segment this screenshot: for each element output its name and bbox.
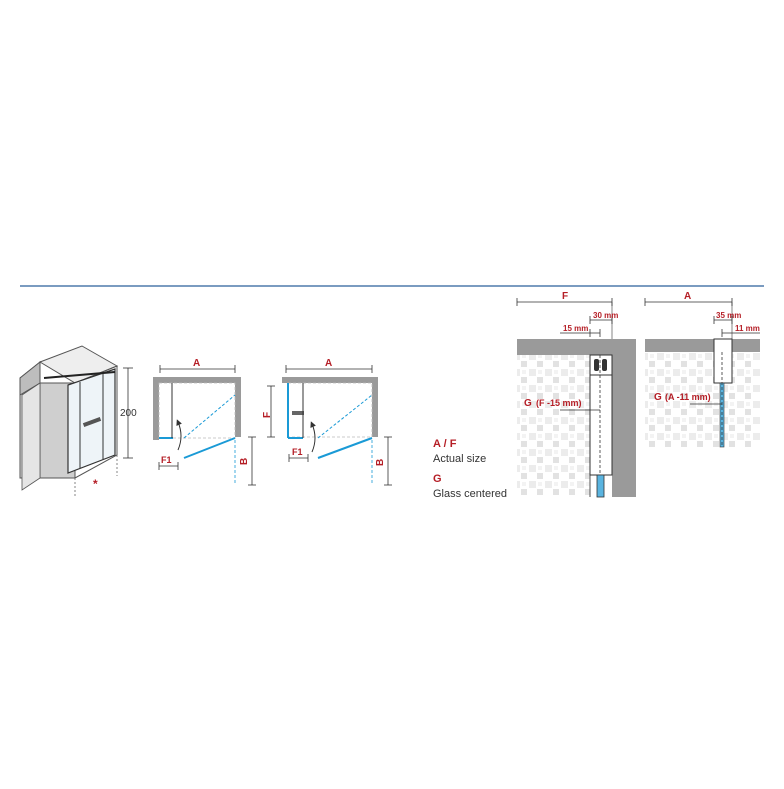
- plan1-side-label: B: [239, 458, 250, 465]
- bottom-marker: *: [93, 477, 98, 491]
- legend-text-glass: Glass centered: [433, 488, 507, 500]
- detail1-glass-label: G: [524, 398, 532, 409]
- detail1-30mm: 30 mm: [593, 311, 618, 320]
- plan2-width-label: A: [325, 358, 332, 369]
- height-label: 200: [120, 408, 137, 419]
- wall-detail-1: F 30 mm 15 mm G (F -15 mm): [516, 291, 636, 498]
- plan1-width-label: A: [193, 358, 200, 369]
- plan2-depth-label: F: [262, 412, 273, 418]
- detail1-15mm: 15 mm: [563, 324, 588, 333]
- detail2-glass-label: G: [654, 392, 662, 403]
- legend-text-actual-size: Actual size: [433, 453, 486, 465]
- detail1-glass-formula: (F -15 mm): [536, 398, 582, 408]
- legend: A / F Actual size G Glass centered: [433, 438, 507, 500]
- legend-key-actual-size: A / F: [433, 438, 457, 450]
- detail2-glass-formula: (A -11 mm): [665, 392, 711, 402]
- legend-key-glass: G: [433, 473, 442, 485]
- detail2-35mm: 35 mm: [716, 311, 741, 320]
- plan2-offset-label: F1: [292, 447, 303, 457]
- detail2-11mm: 11 mm: [735, 324, 760, 333]
- wall-detail-2: A 35 mm 11 mm G (A -11 mm): [644, 291, 760, 448]
- plan-view-2: A F B F1: [262, 358, 392, 486]
- plan2-side-label: B: [375, 459, 386, 466]
- perspective-view: 200 *: [19, 345, 137, 498]
- plan-view-1: A B F1: [153, 358, 256, 486]
- detail2-width-label: A: [684, 291, 691, 302]
- plan1-offset-label: F1: [161, 455, 172, 465]
- detail1-width-label: F: [562, 291, 568, 302]
